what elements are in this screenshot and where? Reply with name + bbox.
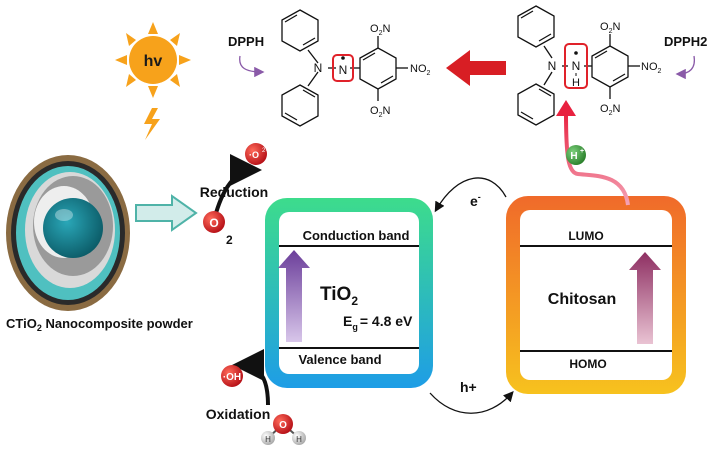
homo-label: HOMO [569,357,606,371]
dpph-pointer [239,55,265,78]
proton-transfer-path [564,111,630,206]
svg-text:·OH: ·OH [223,372,241,383]
svg-text:N: N [548,59,557,73]
svg-text:+: + [580,148,584,155]
svg-text:H: H [296,435,302,444]
hole-transfer-arrow [429,391,514,414]
tio2-excitation-arrow [278,250,310,342]
dpph-atoms: N N O2N O2N NO2 [314,23,431,119]
svg-text:N: N [572,59,581,73]
svg-text:O2N: O2N [600,103,620,117]
svg-text:N: N [339,63,348,77]
svg-text:NO2: NO2 [641,61,662,75]
proton-badge: H + [566,145,586,165]
nanocomposite-particle [6,155,130,311]
hydroxyl-radical: ·OH [221,365,243,387]
chitosan-box: LUMO HOMO Chitosan [506,196,686,394]
lightning-icon [144,108,160,140]
dpph2-pointer [675,55,696,80]
svg-text:O2N: O2N [370,105,390,119]
tio2-name: TiO2 [320,284,358,308]
proton-arrowhead [556,100,576,116]
chitosan-name: Chitosan [548,291,616,308]
sun-label: hv [144,53,163,70]
svg-text:N: N [314,61,323,75]
oxygen-molecule: O 2 [203,211,233,247]
conduction-band-label: Conduction band [303,228,410,243]
svg-text:O: O [279,420,287,431]
svg-text:O2N: O2N [600,21,620,35]
dpph2-molecule [517,5,640,126]
svg-text:H: H [572,77,580,89]
svg-text:H: H [570,151,577,162]
sun-icon: hv [115,22,191,98]
svg-text:2−: 2− [262,148,269,154]
electron-label: e- [470,192,481,209]
svg-text:·O: ·O [249,150,259,160]
svg-text:NO2: NO2 [410,63,431,77]
water-molecule: H H O [261,414,306,445]
tio2-box: Conduction band Valence band TiO2 Eg= 4.… [265,198,433,388]
superoxide-radical: ·O 2− [245,143,269,165]
svg-text:H: H [265,435,271,444]
dpph2-label: DPPH2 [664,34,707,49]
band-gap-label: Eg= 4.8 eV [343,313,413,332]
hole-label: h+ [460,379,477,395]
teal-arrow [135,194,198,232]
powder-caption: CTiO2 Nanocomposite powder [6,316,193,333]
reduction-label: Reduction [200,184,268,200]
reduction-arrow [214,154,262,214]
electron-transfer-arrow [434,177,507,213]
oxidation-arrow [232,349,270,406]
dpph2-atoms: N N H O2N O2N NO2 [548,21,662,117]
chitosan-excitation-arrow [629,252,661,344]
svg-text:2: 2 [226,233,233,247]
svg-text:O2N: O2N [370,23,390,37]
svg-text:O: O [209,216,218,230]
dpph-label: DPPH [228,34,264,49]
lumo-label: LUMO [568,229,603,243]
dpph-molecule [281,9,408,127]
valence-band-label: Valence band [298,352,381,367]
conversion-arrow [446,50,506,86]
oxidation-label: Oxidation [206,406,271,422]
